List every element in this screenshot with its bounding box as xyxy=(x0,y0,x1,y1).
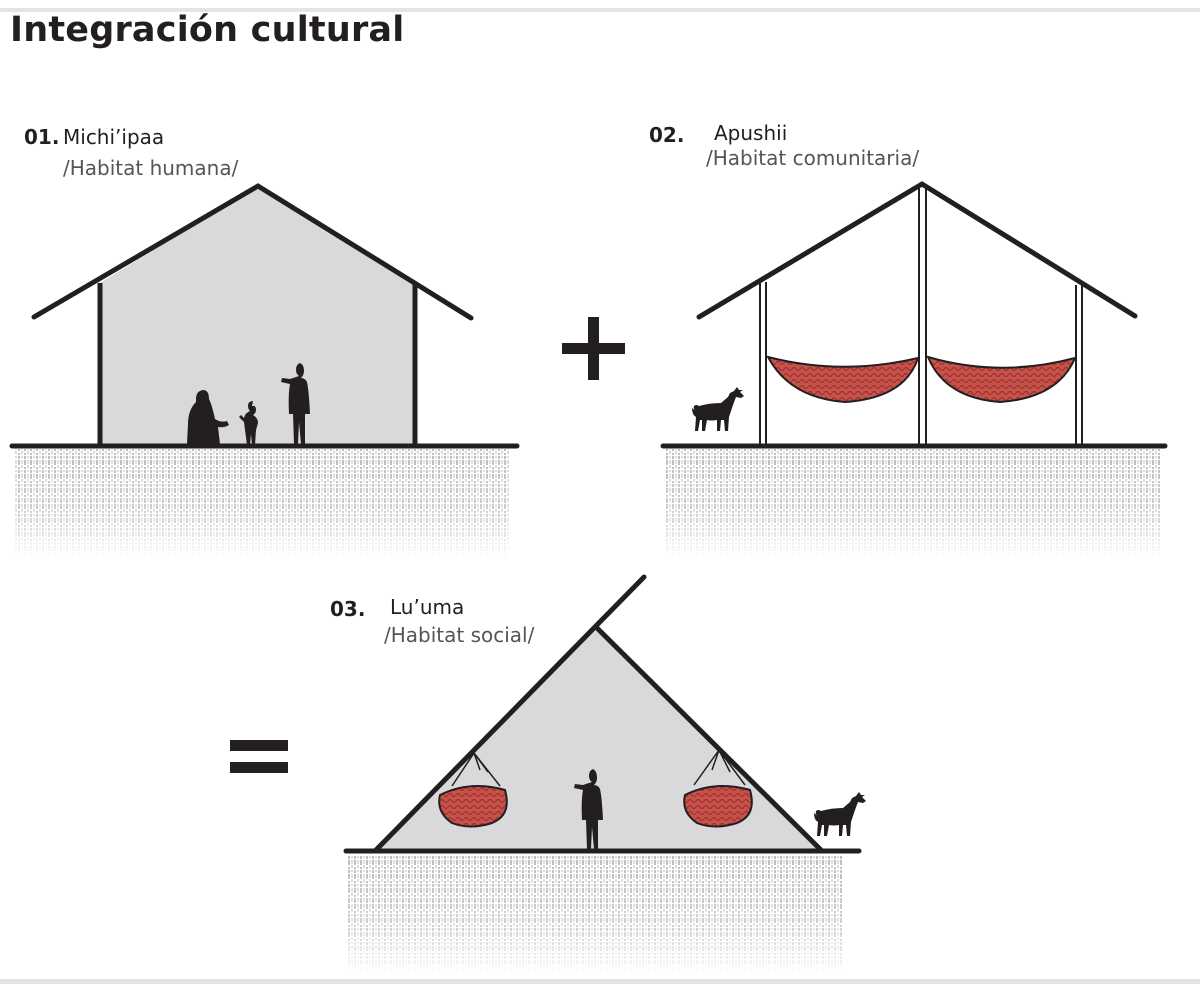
panel-03-name: Lu’uma xyxy=(390,595,465,619)
ground-texture-03 xyxy=(347,855,842,975)
structure-03-roof-left xyxy=(372,574,647,854)
man-silhouette xyxy=(281,363,310,444)
cradle-right xyxy=(683,749,753,828)
panel-01-number: 01. xyxy=(24,125,60,149)
panel-02-name: Apushii xyxy=(714,121,788,145)
panel-03-subtitle: /Habitat social/ xyxy=(384,623,535,647)
house-01-roof xyxy=(31,183,474,321)
hammock-02-left xyxy=(766,355,920,404)
panel-01-name: Michi’ipaa xyxy=(63,125,165,149)
structure-03 xyxy=(343,574,866,975)
panel-03-number: 03. xyxy=(330,597,366,621)
house-01 xyxy=(9,183,520,559)
structure-02-posts xyxy=(759,186,1083,445)
woman-silhouette xyxy=(187,390,229,444)
family-silhouette xyxy=(187,363,310,445)
panel-01-subtitle: /Habitat humana/ xyxy=(63,156,239,180)
child-silhouette xyxy=(239,401,258,445)
structure-03-roof-right xyxy=(594,625,825,854)
bottom-divider xyxy=(0,979,1200,984)
plus-sign-icon xyxy=(562,317,625,380)
house-01-interior xyxy=(100,186,415,445)
panel-02-number: 02. xyxy=(649,123,685,147)
ground-texture-01 xyxy=(15,449,510,559)
structure-02-roof xyxy=(696,181,1138,320)
goat-silhouette-02 xyxy=(692,387,744,431)
hammock-02-right xyxy=(926,355,1077,404)
page-title: Integración cultural xyxy=(10,10,405,50)
structure-02 xyxy=(660,181,1168,564)
panel-02-subtitle: /Habitat comunitaria/ xyxy=(706,146,920,170)
equals-sign-icon xyxy=(230,740,288,773)
person-silhouette-03 xyxy=(574,769,603,849)
top-divider xyxy=(0,8,1200,12)
cradle-left xyxy=(438,752,508,828)
ground-texture-02 xyxy=(665,449,1160,564)
goat-silhouette-03 xyxy=(814,792,866,836)
